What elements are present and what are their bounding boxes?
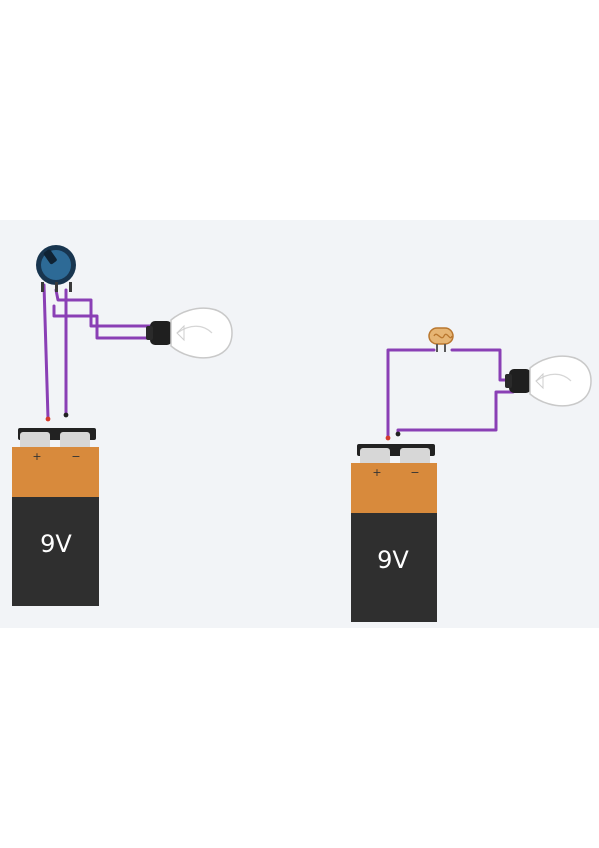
- wire-left-1[interactable]: [42, 283, 50, 420]
- light-bulb-icon[interactable]: [146, 307, 233, 359]
- photoresistor-icon[interactable]: [428, 327, 454, 352]
- circuit-right: + − 9V: [351, 327, 592, 622]
- wire-right-3[interactable]: [396, 390, 515, 436]
- battery-plus-label: +: [372, 466, 381, 479]
- workspace-background: [0, 220, 599, 628]
- battery-voltage-label: 9V: [40, 530, 72, 558]
- battery-plus-label: +: [32, 450, 41, 463]
- wire-right-2[interactable]: [450, 348, 515, 382]
- battery-minus-label: −: [410, 466, 419, 479]
- circuit-left: + − 9V: [12, 245, 233, 606]
- battery-voltage-label: 9V: [377, 546, 409, 574]
- wire-group-right: [386, 348, 515, 440]
- battery-right[interactable]: + − 9V: [351, 431, 437, 622]
- battery-left[interactable]: + − 9V: [12, 412, 99, 606]
- potentiometer-icon[interactable]: [36, 245, 76, 292]
- wire-left-2[interactable]: [54, 288, 154, 328]
- wire-group-left: [42, 283, 154, 420]
- light-bulb-icon[interactable]: [505, 355, 592, 407]
- battery-minus-label: −: [71, 450, 80, 463]
- wire-right-1[interactable]: [386, 348, 436, 440]
- wire-left-4[interactable]: [52, 304, 154, 340]
